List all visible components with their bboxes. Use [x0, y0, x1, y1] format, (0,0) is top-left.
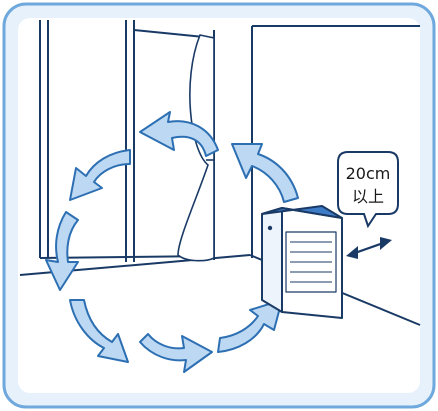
- purifier-indicator: [267, 225, 273, 231]
- airflow-arrow-bottom: [139, 333, 213, 373]
- airflow-arrow-top: [139, 111, 219, 157]
- air-purifier: [261, 205, 343, 319]
- airflow-arrow-left: [45, 211, 79, 291]
- purifier-vent: [285, 231, 337, 293]
- callout-minimum-text: 以上: [352, 187, 384, 206]
- airflow-arrow-right: [231, 143, 299, 203]
- distance-callout: 20cm 以上: [337, 151, 399, 229]
- purifier-top-panel: [261, 205, 343, 219]
- distance-arrow: [346, 237, 392, 259]
- curtain: [177, 34, 215, 262]
- airflow-arrow-lower-right: [217, 299, 283, 353]
- airflow-arrow-lower-left: [69, 299, 129, 363]
- purifier-side: [261, 207, 283, 313]
- airflow-arrows: [45, 111, 299, 373]
- airflow-arrow-upper-left: [69, 149, 131, 201]
- purifier-front: [281, 207, 343, 319]
- callout-distance-text: 20cm: [346, 164, 391, 183]
